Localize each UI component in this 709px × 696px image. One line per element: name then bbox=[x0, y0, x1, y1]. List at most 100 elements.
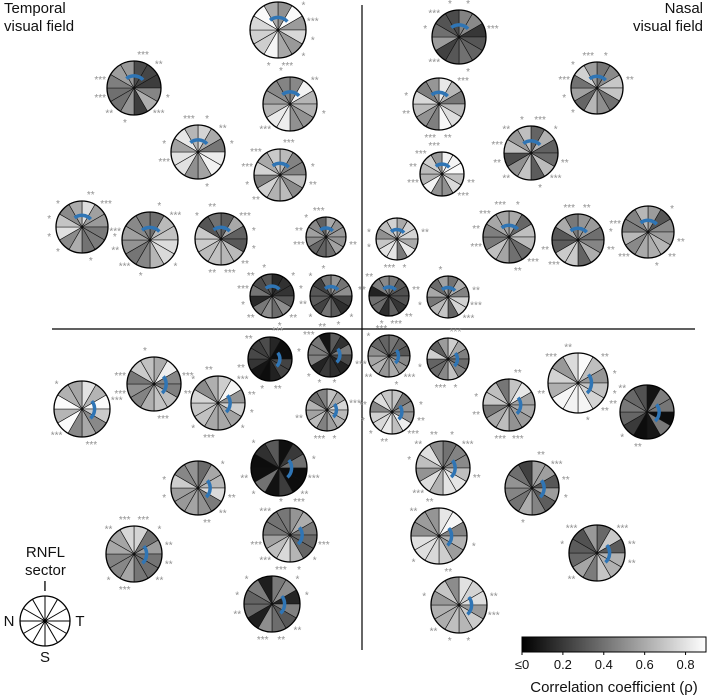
significance-star: * bbox=[162, 139, 166, 150]
significance-star: * bbox=[139, 271, 143, 282]
significance-star: * bbox=[241, 300, 245, 311]
highlight-arc bbox=[296, 526, 304, 546]
significance-star: *** bbox=[94, 75, 106, 86]
significance-star: *** bbox=[272, 326, 284, 337]
highlight-arc bbox=[73, 213, 92, 221]
significance-star: * bbox=[245, 180, 249, 191]
significance-star: * bbox=[403, 263, 407, 274]
significance-star: *** bbox=[609, 219, 621, 230]
significance-star: *** bbox=[307, 17, 319, 28]
significance-star: ** bbox=[414, 439, 422, 450]
significance-star: * bbox=[466, 67, 470, 78]
wheel-outline bbox=[249, 1, 307, 59]
significance-star: * bbox=[311, 162, 315, 173]
significance-star: * bbox=[304, 213, 308, 224]
significance-star: ** bbox=[618, 383, 626, 394]
highlight-arc bbox=[212, 225, 231, 233]
wheel-outline bbox=[368, 275, 410, 317]
significance-star: * bbox=[191, 374, 195, 385]
significance-star: *** bbox=[488, 610, 500, 621]
wheel-outline bbox=[55, 200, 109, 254]
wheel-outline bbox=[126, 356, 182, 412]
significance-star: ** bbox=[668, 252, 676, 263]
sector-wheel: ********* bbox=[162, 459, 236, 529]
colorbar-tick-label: 0.4 bbox=[595, 657, 613, 672]
significance-star: *** bbox=[545, 352, 557, 363]
significance-star: *** bbox=[407, 429, 419, 440]
significance-star: * bbox=[439, 265, 443, 276]
sector-wheel: ****** bbox=[303, 322, 353, 383]
significance-star: *** bbox=[404, 373, 416, 384]
significance-star: *** bbox=[241, 162, 253, 173]
wheel-outline bbox=[504, 460, 560, 516]
significance-star: * bbox=[55, 380, 59, 391]
significance-star: ** bbox=[219, 123, 227, 134]
significance-star: ** bbox=[490, 592, 498, 603]
significance-star: *** bbox=[119, 261, 131, 272]
significance-star: * bbox=[613, 389, 617, 400]
sector-wheel: ******* bbox=[259, 66, 325, 136]
highlight-arc bbox=[538, 479, 546, 499]
highlight-arc bbox=[639, 218, 658, 226]
significance-star: * bbox=[613, 369, 617, 380]
highlight-arc bbox=[389, 227, 406, 234]
sector-wheel: *********** bbox=[293, 206, 357, 258]
significance-star: ** bbox=[634, 442, 642, 453]
significance-star: ** bbox=[228, 493, 236, 504]
highlight-arc bbox=[89, 399, 97, 420]
significance-star: *** bbox=[153, 109, 165, 120]
colorbar-tick-label: 0.8 bbox=[677, 657, 695, 672]
significance-star: * bbox=[466, 0, 470, 10]
wheel-outline bbox=[309, 274, 353, 318]
wheel-outline bbox=[121, 211, 179, 269]
highlight-arc bbox=[189, 138, 209, 146]
key-direction-i: I bbox=[43, 578, 47, 595]
sector-wheel: ******************* bbox=[105, 515, 173, 596]
significance-star: *** bbox=[617, 524, 629, 535]
significance-star: * bbox=[296, 575, 300, 586]
significance-star: ** bbox=[277, 635, 285, 646]
significance-star: ** bbox=[208, 202, 216, 213]
significance-star: * bbox=[191, 424, 195, 435]
significance-star: * bbox=[521, 518, 525, 529]
sector-wheel: ********** bbox=[418, 265, 482, 325]
significance-star: * bbox=[309, 271, 313, 282]
significance-star: * bbox=[113, 232, 117, 243]
significance-star: * bbox=[252, 439, 256, 450]
sector-wheel: *********** bbox=[237, 326, 301, 395]
significance-star: *** bbox=[450, 327, 462, 338]
significance-star: *** bbox=[527, 257, 539, 268]
wheel-outline bbox=[482, 378, 536, 432]
significance-star: *** bbox=[424, 133, 436, 144]
significance-star: * bbox=[205, 182, 209, 193]
significance-star: ** bbox=[541, 245, 549, 256]
highlight-arc bbox=[434, 162, 451, 169]
highlight-arc bbox=[449, 459, 457, 479]
significance-star: ** bbox=[412, 285, 420, 296]
significance-star: *** bbox=[390, 319, 402, 330]
significance-star: * bbox=[195, 211, 199, 222]
highlight-arc bbox=[653, 403, 661, 423]
significance-star: ** bbox=[289, 313, 297, 324]
highlight-arc bbox=[279, 594, 287, 615]
significance-star: * bbox=[466, 636, 470, 647]
highlight-arc bbox=[453, 351, 460, 368]
wheel-outline bbox=[570, 61, 624, 115]
significance-star: * bbox=[350, 313, 354, 324]
sector-wheel: ******** bbox=[410, 497, 476, 578]
significance-star: ** bbox=[105, 109, 113, 120]
significance-star: *** bbox=[313, 206, 325, 217]
significance-star: * bbox=[586, 416, 590, 427]
significance-star: ** bbox=[248, 390, 256, 401]
significance-star: * bbox=[123, 118, 127, 129]
significance-star: ** bbox=[514, 368, 522, 379]
sector-wheel: *********** bbox=[472, 368, 536, 445]
significance-star: * bbox=[89, 256, 93, 267]
colorbar-tick-label: ≤0 bbox=[515, 657, 529, 672]
nasal-label-line1: Nasal bbox=[664, 0, 703, 17]
sector-wheel: *************** bbox=[194, 202, 256, 279]
significance-star: * bbox=[278, 321, 282, 332]
significance-star: * bbox=[670, 204, 674, 215]
sector-wheel: ********* bbox=[504, 450, 570, 529]
